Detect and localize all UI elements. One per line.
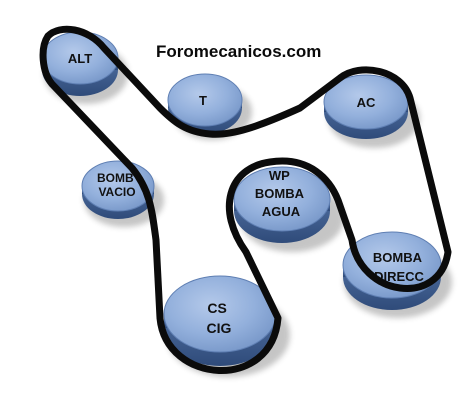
pulley-bomba-direcc: BOMBA DIRECC [342, 231, 442, 310]
pulley-alt: ALT [41, 31, 119, 96]
pulley-t: T [167, 73, 243, 134]
site-title: Foromecanicos.com [156, 42, 321, 61]
pulley-label-cs-cig: CS CIG [207, 300, 232, 336]
pulley-label-ac: AC [357, 95, 376, 110]
pulley-cs-cig: CS CIG [163, 275, 277, 366]
pulley-label-bomb-vacio: BOMB VACIO [97, 171, 137, 199]
pulley-label-t: T [199, 93, 207, 108]
pulley-label-bomba-direcc: BOMBA DIRECC [373, 250, 425, 284]
pulley-wp-bomba-agua: WP BOMBA AGUA [233, 166, 331, 243]
pulley-label-alt: ALT [68, 51, 92, 66]
serpentine-belt [39, 25, 452, 374]
pulley-label-wp: WP BOMBA AGUA [255, 168, 307, 219]
pulley-ac: AC [323, 74, 409, 139]
